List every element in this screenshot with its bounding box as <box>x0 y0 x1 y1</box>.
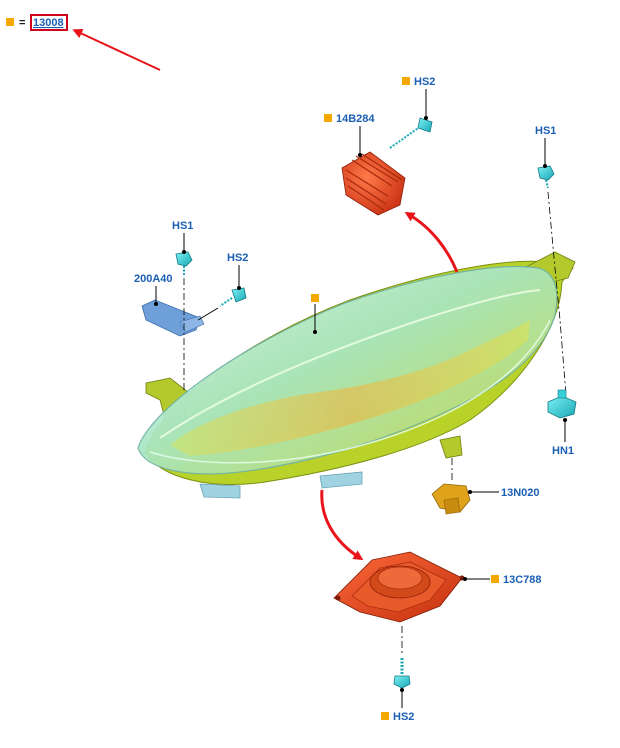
cover-13c788-leader-dot <box>463 577 467 581</box>
screw-hs1-right[interactable] <box>537 165 555 189</box>
bracket-200a40[interactable] <box>141 299 205 337</box>
screw-hs2-bottom[interactable] <box>393 658 411 689</box>
screw-hs2-top-label[interactable]: HS2 <box>414 76 435 88</box>
headlamp-assembly-leader-dot <box>313 330 317 334</box>
headlamp-lens-edge <box>149 319 551 464</box>
legend-highlight-box <box>30 14 68 31</box>
screw-hs2-left[interactable] <box>219 287 247 307</box>
screw-hs1-right-leader-dot <box>543 164 547 168</box>
screw-hs2-bottom-label[interactable]: HS2 <box>393 711 414 723</box>
screw-hs2-bottom-leader-dot <box>400 688 404 692</box>
nut-13n020[interactable] <box>431 483 471 515</box>
part-14b284-leader-dot <box>358 153 362 157</box>
screw-hs1-left-label[interactable]: HS1 <box>172 220 193 232</box>
screw-hs2-left-leader-dot <box>237 286 241 290</box>
legend-pointer-arrow <box>72 28 161 71</box>
bracket-200a40-leader-dot <box>154 302 158 306</box>
screw-hs2-top[interactable] <box>389 117 433 149</box>
heat-sink-14b284[interactable] <box>341 151 406 216</box>
screw-hs2-top-leader-dot <box>424 116 428 120</box>
nut-hn1[interactable] <box>547 389 577 419</box>
housing-lug-bottom-mid <box>319 471 363 489</box>
heat-sink-arrow-icon <box>404 211 459 273</box>
fastener-axis-right <box>547 191 567 396</box>
screw-hs1-left-leader-dot <box>182 250 186 254</box>
cover-13c788-label[interactable]: 13C788 <box>503 574 542 586</box>
screw-hs2-bottom-marker-icon <box>381 712 389 720</box>
part-14b284-label[interactable]: 14B284 <box>336 113 375 125</box>
screw-hs1-left[interactable] <box>175 251 193 276</box>
housing-lug-right <box>439 435 463 459</box>
part-14b284-marker-icon <box>324 114 332 122</box>
legend: = 13008 <box>6 14 68 31</box>
headlamp-light-guide <box>159 289 541 439</box>
heat-sink-fins <box>345 153 403 211</box>
legend-marker-icon <box>6 18 14 26</box>
cover-13c788[interactable] <box>333 551 465 623</box>
actuator-arrow-icon <box>320 489 364 561</box>
nut-hn1-label[interactable]: HN1 <box>552 445 574 457</box>
headlamp-inner-reflector <box>170 320 530 456</box>
headlamp-assembly-marker-icon <box>311 294 319 302</box>
nut-13n020-leader-dot <box>468 490 472 494</box>
housing-lug-bottom-left <box>199 483 241 499</box>
screw-hs1-right-label[interactable]: HS1 <box>535 125 556 137</box>
legend-equals: = <box>19 17 25 29</box>
nut-13n020-label[interactable]: 13N020 <box>501 487 540 499</box>
screw-hs2-left-link <box>197 307 219 321</box>
screw-hs2-top-marker-icon <box>402 77 410 85</box>
headlamp-assembly[interactable] <box>137 251 576 499</box>
legend-part-number-link[interactable]: 13008 <box>33 17 64 29</box>
bracket-200a40-label[interactable]: 200A40 <box>134 273 173 285</box>
nut-hn1-leader-dot <box>563 418 567 422</box>
heat-sink-body <box>341 151 406 216</box>
cover-13c788-marker-icon <box>491 575 499 583</box>
screw-hs2-left-label[interactable]: HS2 <box>227 252 248 264</box>
